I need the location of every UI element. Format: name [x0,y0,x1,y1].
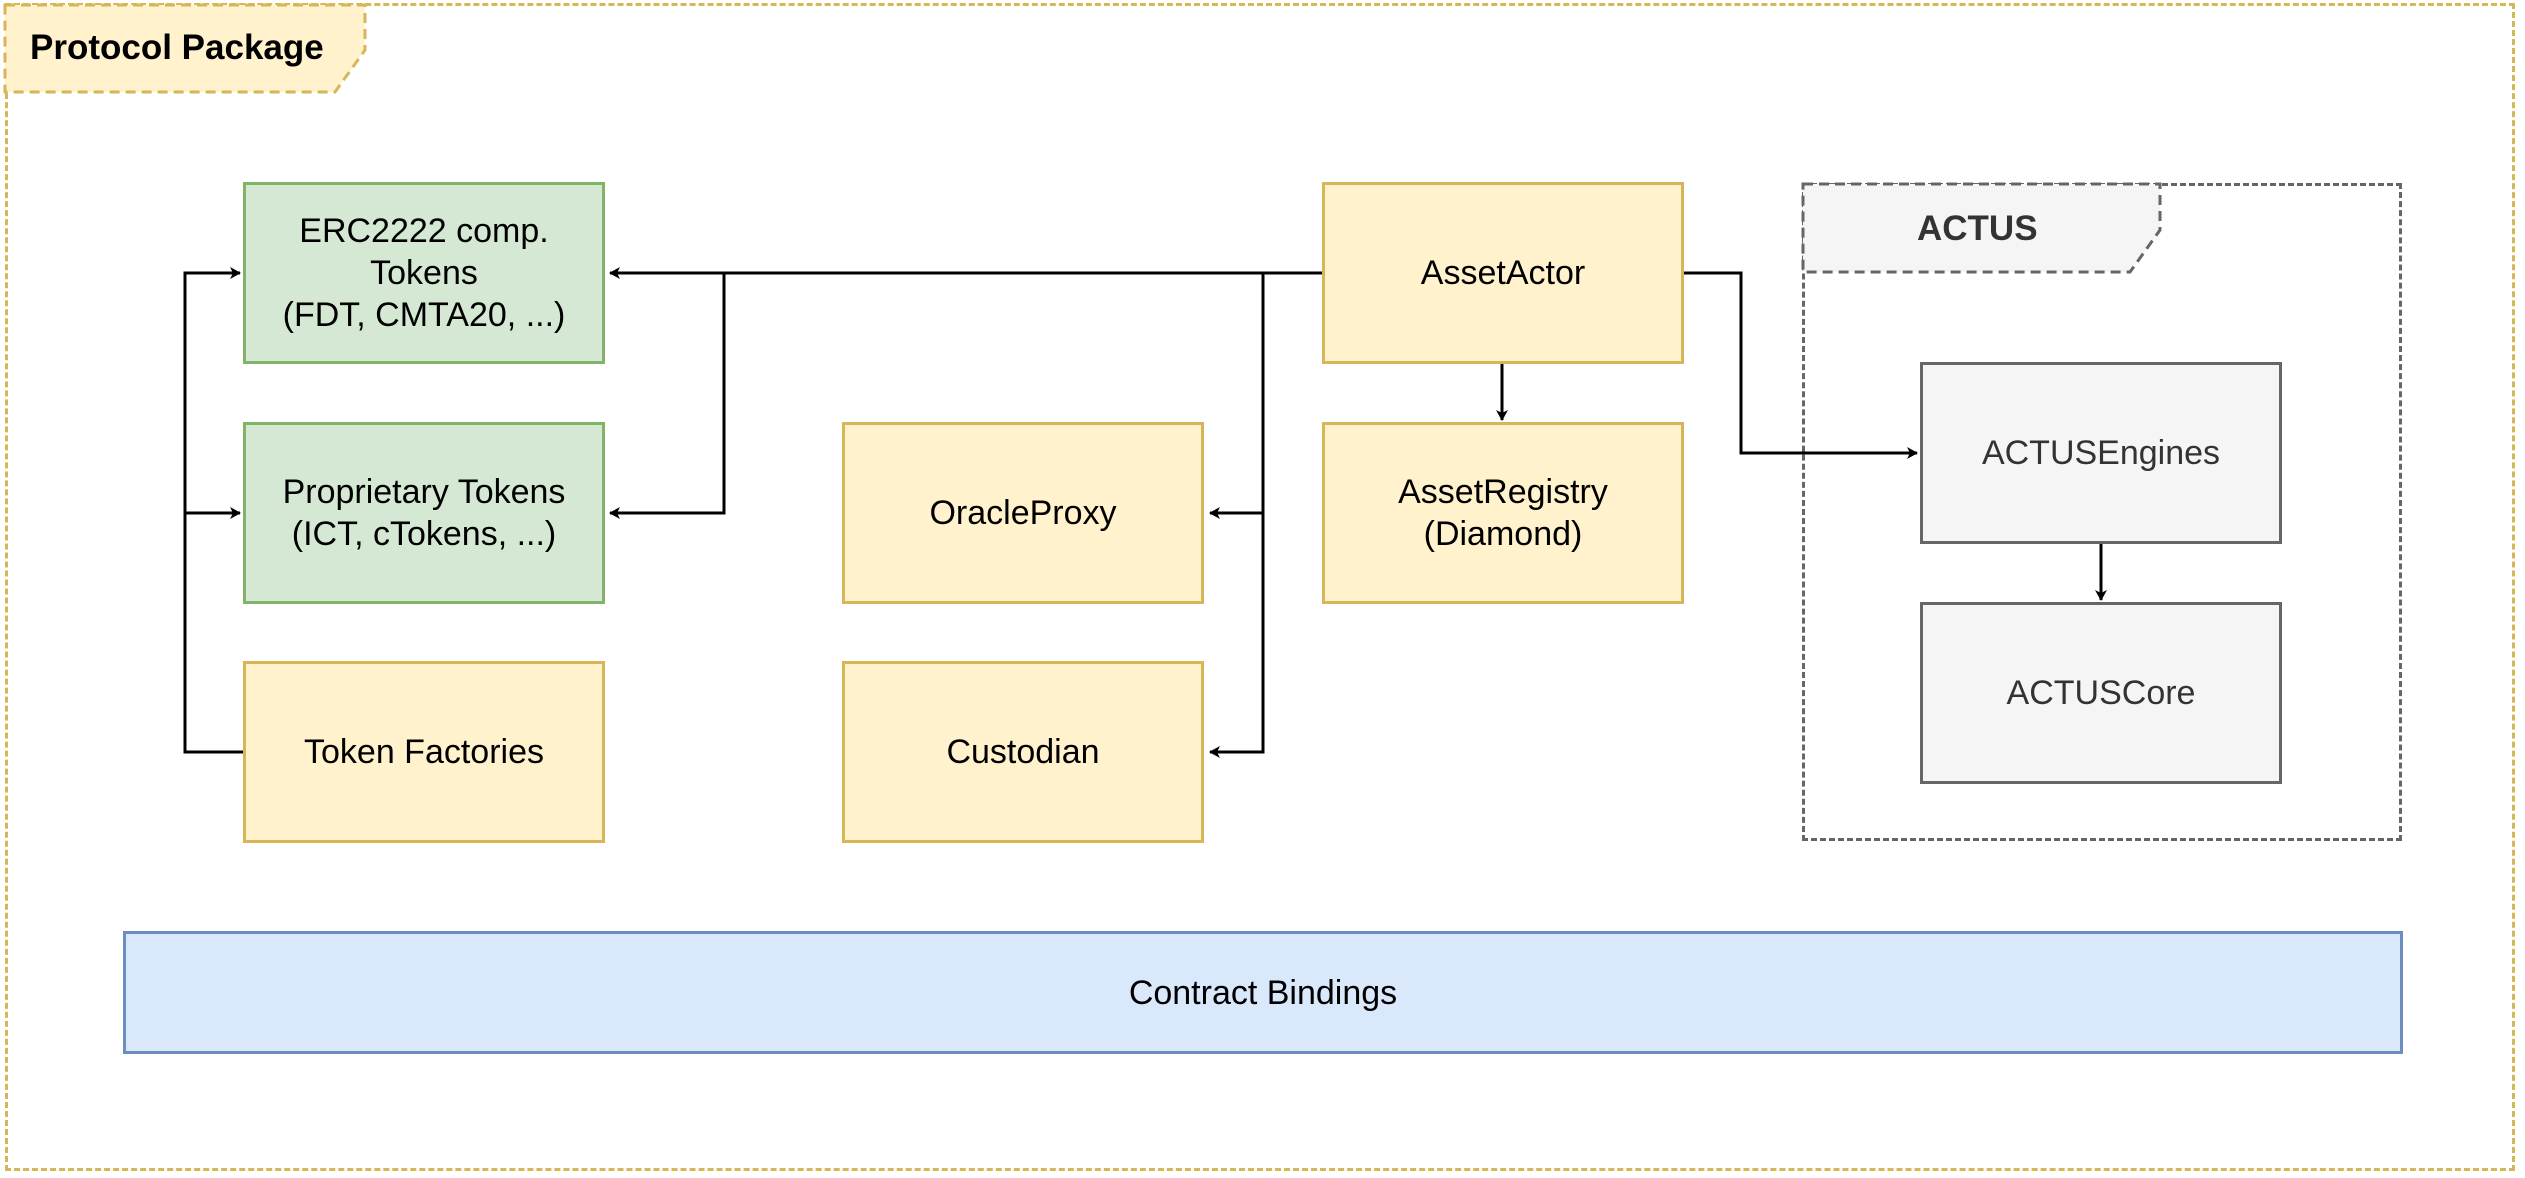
oracle-proxy-node: OracleProxy [842,422,1204,604]
protocol-package-title: Protocol Package [30,28,324,67]
asset-registry-node: AssetRegistry (Diamond) [1322,422,1684,604]
custodian-node: Custodian [842,661,1204,843]
erc2222-tokens-node: ERC2222 comp. Tokens (FDT, CMTA20, ...) [243,182,605,364]
asset-actor-node: AssetActor [1322,182,1684,364]
edge-actor-to-engines [1682,271,1918,459]
protocol-package-frame [5,3,2515,1171]
actus-title-tab [1801,182,2162,274]
edge-actor-to-custodian [1209,513,1265,758]
proprietary-tokens-node: Proprietary Tokens (ICT, cTokens, ...) [243,422,605,604]
actus-group-title: ACTUS [1917,209,2038,248]
actus-core-node: ACTUSCore [1920,602,2282,784]
edge-actor-to-proprietary [609,273,726,519]
contract-bindings-node: Contract Bindings [123,931,2403,1054]
package-title-tab [3,3,367,94]
edge-actor-to-oracleproxy [1209,273,1265,519]
token-factories-node: Token Factories [243,661,605,843]
actus-engines-node: ACTUSEngines [1920,362,2282,544]
